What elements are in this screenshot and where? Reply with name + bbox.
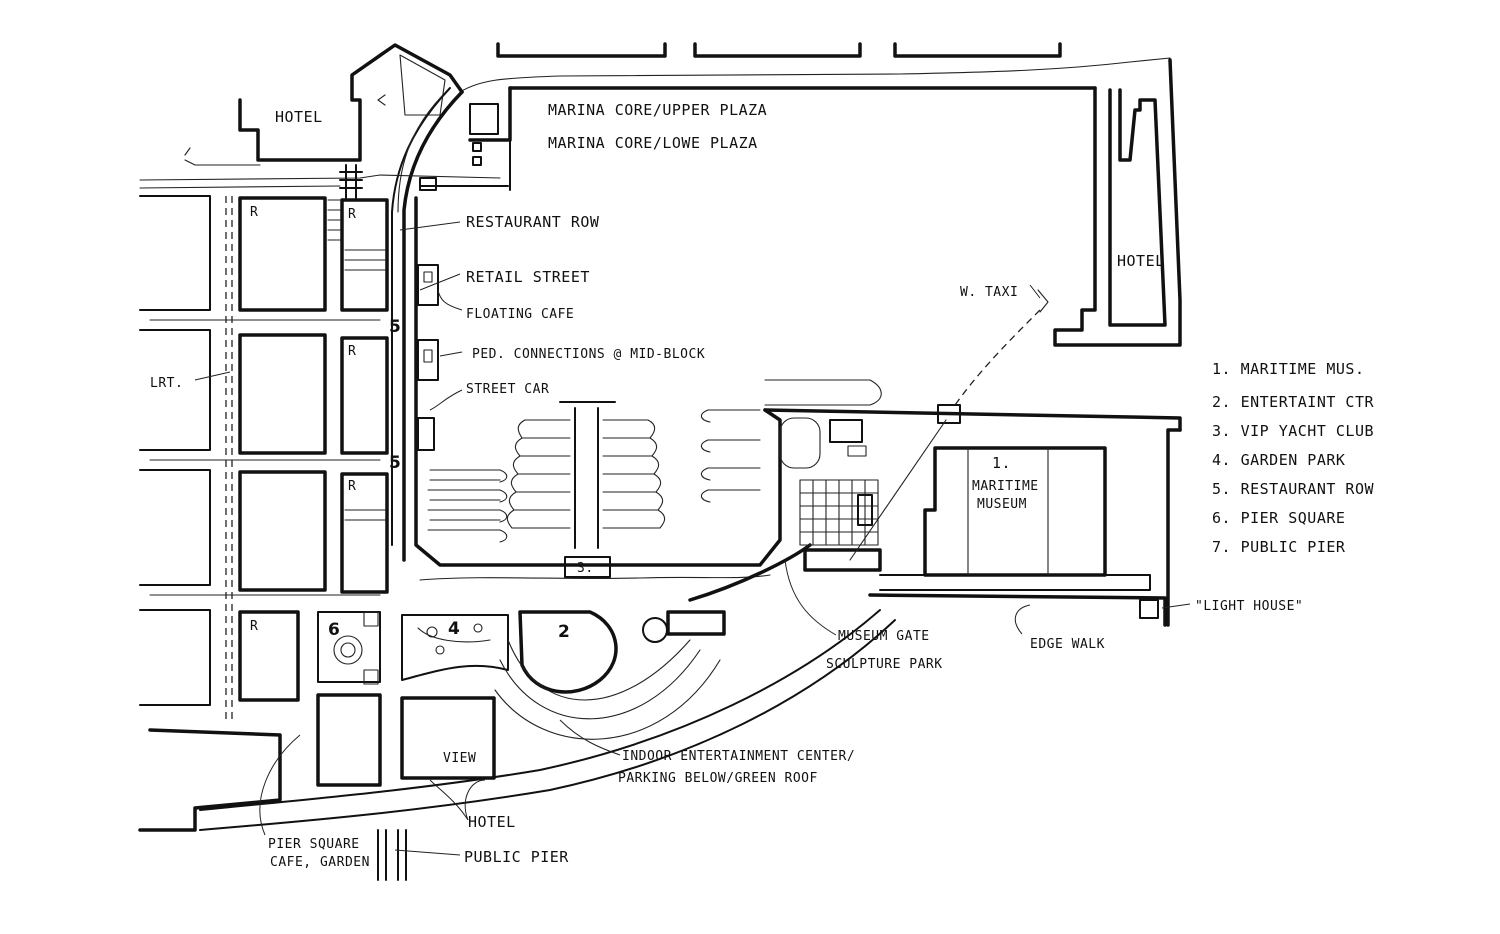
marker-r: R [250,205,258,220]
label-marina-lower-plaza: MARINA CORE/LOWE PLAZA [548,134,758,152]
boat-slips [427,379,882,549]
label-floating-cafe: FLOATING CAFE [466,307,574,322]
label-street-car: STREET CAR [466,382,549,397]
marker-5a: 5 [389,317,401,337]
legend-item-2: 2. ENTERTAINT CTR [1212,393,1374,411]
hotel-ne-building [954,58,1182,406]
south-promenade [138,543,1167,832]
label-museum: MUSEUM [977,497,1027,512]
plan-markers: 2 3. 4 5 5 6 R R R R R [250,205,594,642]
label-lrt: LRT. [150,376,183,391]
legend-item-1: 1. MARITIME MUS. [1212,360,1365,378]
entertainment-center [494,610,726,740]
top-waterfront-edge [459,42,1171,93]
legend-item-7: 7. PUBLIC PIER [1212,538,1346,556]
label-indoor-entertainment: INDOOR ENTERTAINMENT CENTER/ [622,749,855,764]
legend-item-6: 6. PIER SQUARE [1212,509,1345,527]
marker-4: 4 [448,619,460,639]
label-hotel-south: HOTEL [468,813,516,831]
label-restaurant-row: RESTAURANT ROW [466,213,600,231]
label-marina-upper-plaza: MARINA CORE/UPPER PLAZA [548,101,767,119]
label-cafe-garden: CAFE, GARDEN [270,855,370,870]
label-museum-gate: MUSEUM GATE [838,629,930,644]
marker-6: 6 [328,620,340,640]
label-view: VIEW [443,751,476,766]
label-museum-number: 1. [992,454,1011,472]
label-public-pier: PUBLIC PIER [464,848,569,866]
label-maritime: MARITIME [972,479,1039,494]
hotel-nw-building [184,43,464,166]
marker-3: 3. [577,561,594,576]
label-sculpture-park: SCULPTURE PARK [826,657,943,672]
pier-square [316,611,496,787]
label-parking-green-roof: PARKING BELOW/GREEN ROOF [618,771,818,786]
label-retail-street: RETAIL STREET [466,268,590,286]
legend-item-3: 3. VIP YACHT CLUB [1212,422,1374,440]
marina-promenade [139,87,501,562]
label-w-taxi: W. TAXI [960,285,1018,300]
marker-5b: 5 [389,453,401,473]
marker-2: 2 [558,622,570,642]
restaurant-row-kiosks [417,264,439,451]
garden-park [401,614,509,681]
marina-basin [414,86,1097,581]
public-pier [377,829,407,881]
label-edge-walk: EDGE WALK [1030,637,1105,652]
marker-r: R [348,479,356,494]
marker-r: R [250,619,258,634]
legend: 1. MARITIME MUS. 2. ENTERTAINT CTR 3. VI… [1212,360,1374,556]
plan-labels: HOTEL MARINA CORE/UPPER PLAZA MARINA COR… [150,101,1303,870]
label-light-house: "LIGHT HOUSE" [1195,599,1303,614]
city-blocks [139,195,389,720]
marker-r: R [348,344,356,359]
maritime-museum [763,404,1182,627]
label-hotel-nw: HOTEL [275,108,323,126]
leader-lines [194,221,1191,856]
marker-r: R [348,207,356,222]
label-pier-square: PIER SQUARE [268,837,360,852]
legend-item-4: 4. GARDEN PARK [1212,451,1345,469]
label-ped-connections: PED. CONNECTIONS @ MID-BLOCK [472,347,705,362]
label-hotel-ne: HOTEL [1117,252,1165,270]
legend-item-5: 5. RESTAURANT ROW [1212,480,1374,498]
